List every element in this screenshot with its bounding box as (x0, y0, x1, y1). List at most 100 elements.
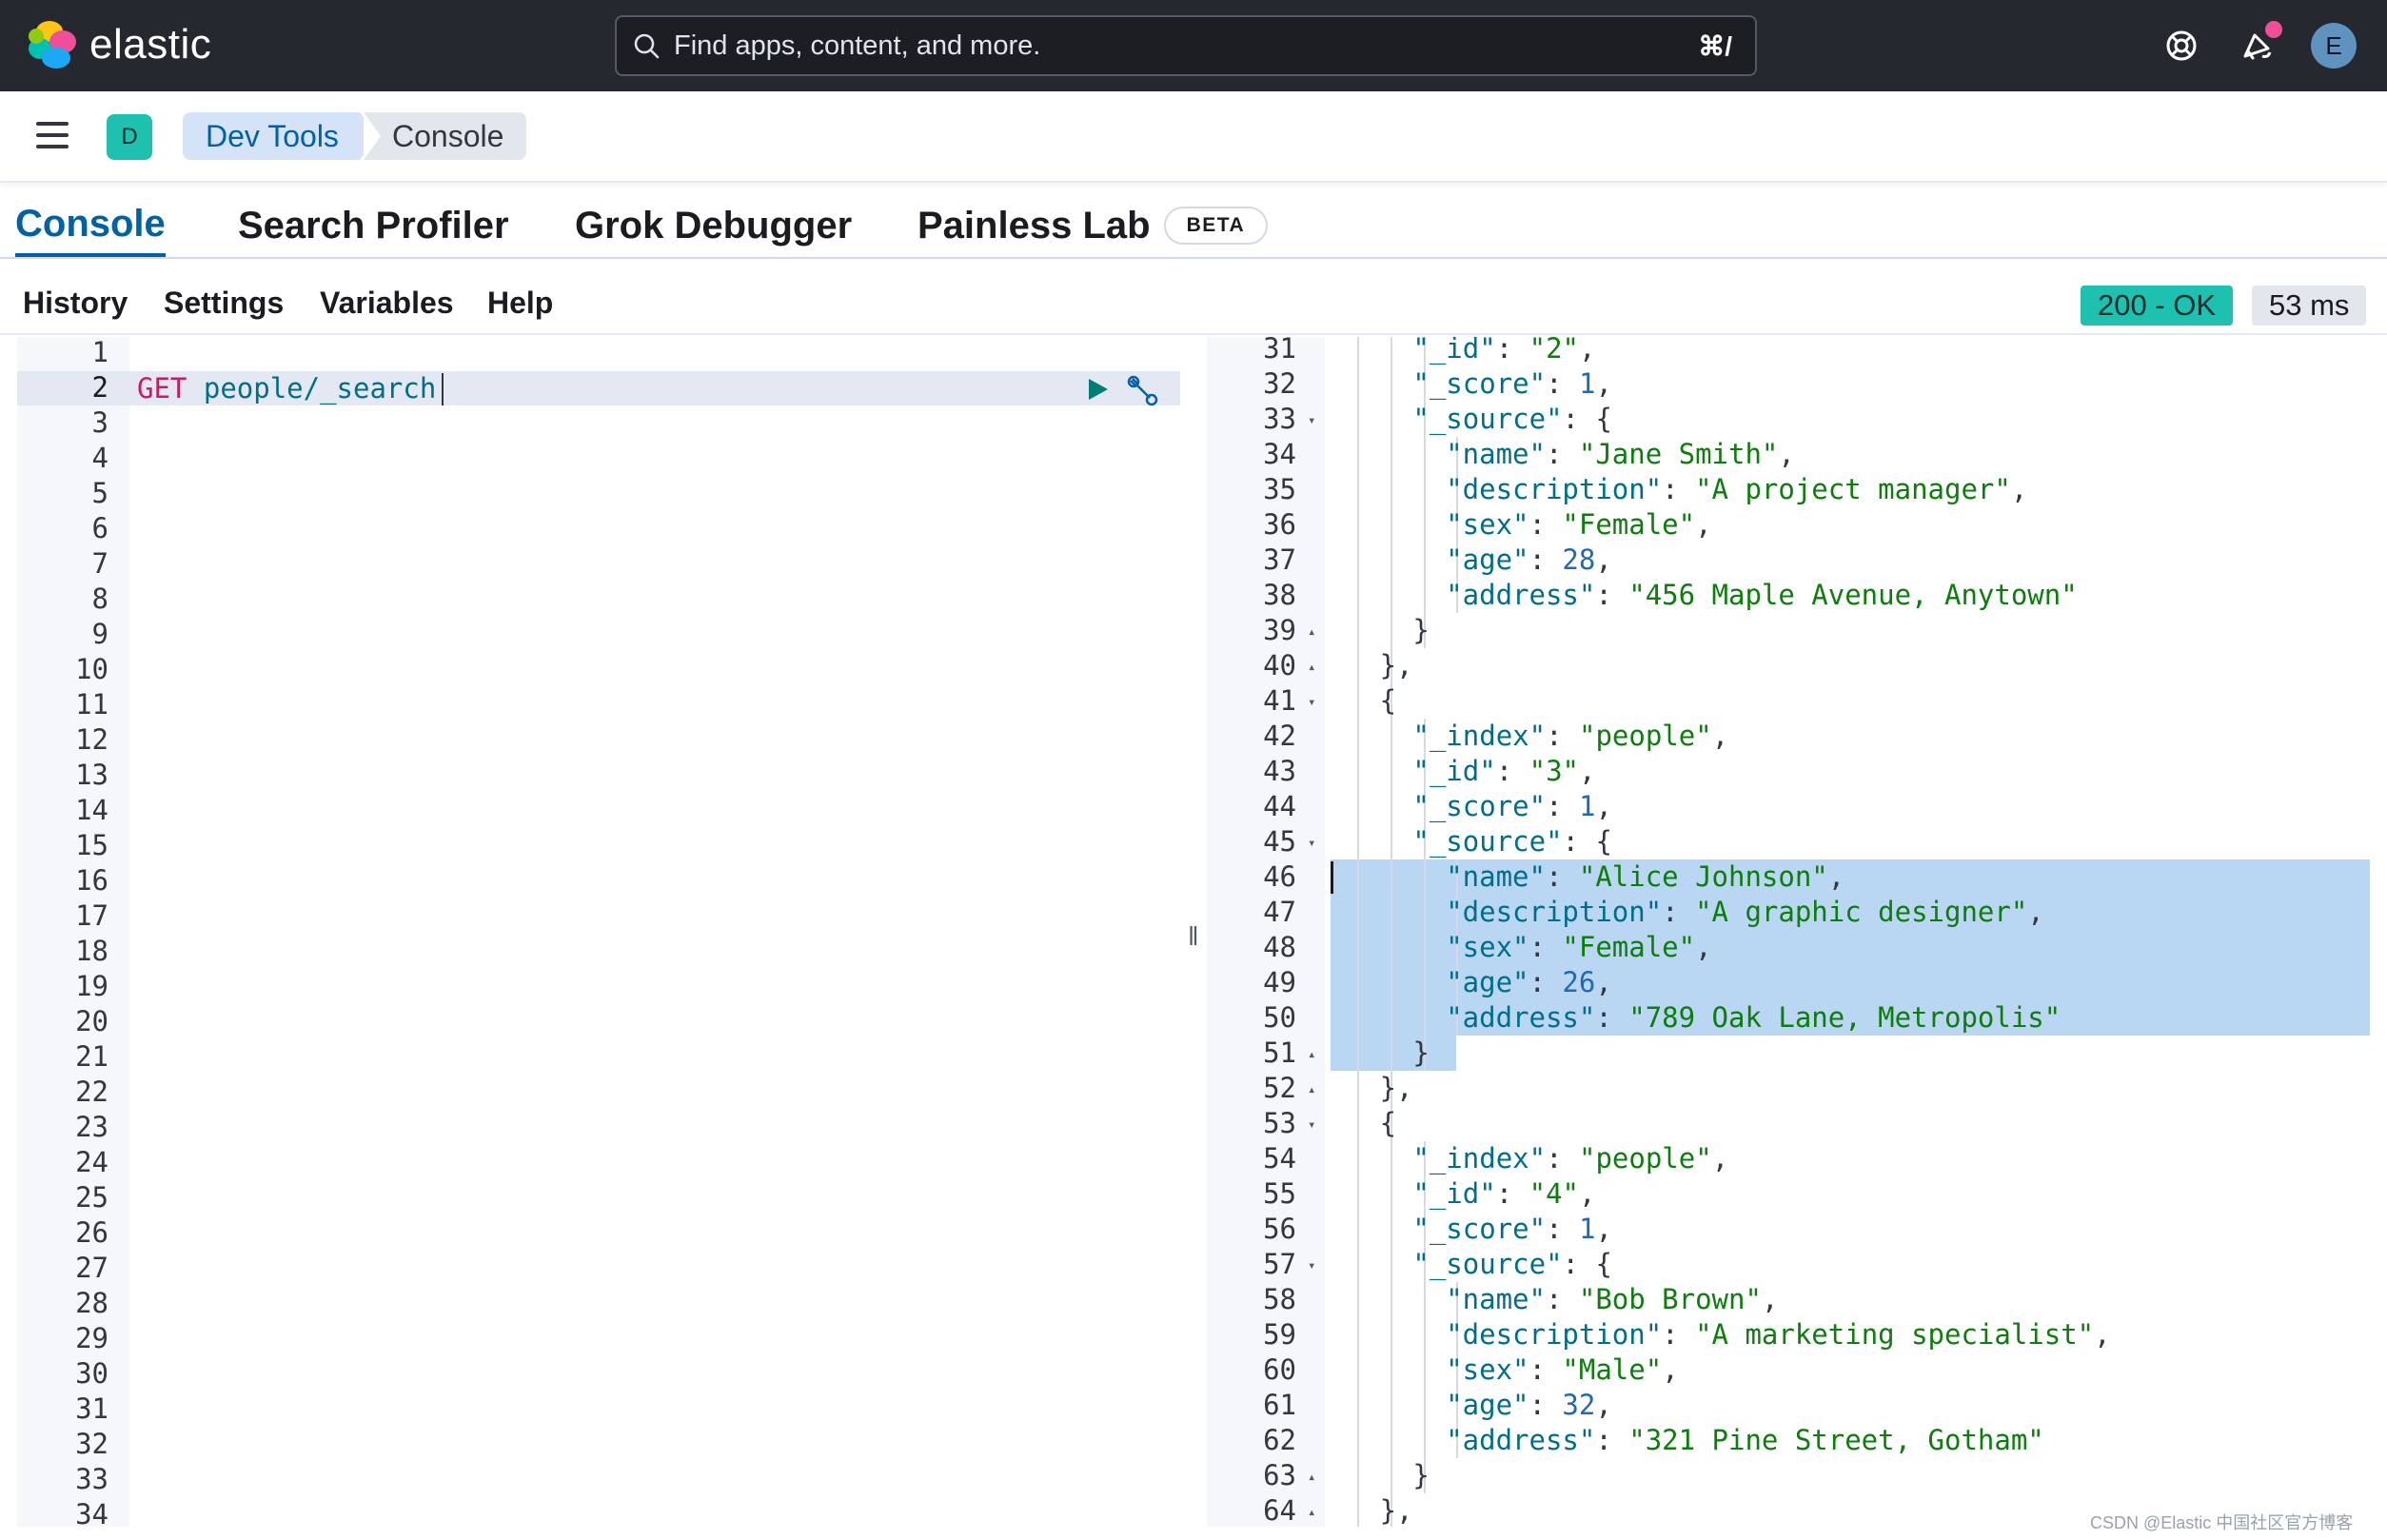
fold-collapse-icon[interactable]: ▾ (1308, 1117, 1316, 1133)
code-token: 1 (1579, 1213, 1596, 1245)
indent-guide (1357, 1106, 1359, 1141)
code-token: { (1379, 1107, 1397, 1139)
line-number: 51 (1263, 1037, 1296, 1069)
line-number: 41 (1263, 684, 1296, 717)
help-menu-button[interactable]: Help (487, 286, 554, 320)
tab-search-profiler[interactable]: Search Profiler (238, 204, 509, 247)
breadcrumb-dev-tools[interactable]: Dev Tools (183, 112, 377, 160)
request-line[interactable]: GET people/_search (137, 371, 436, 405)
code-token: , (1595, 1213, 1612, 1245)
indent-guide (1423, 1000, 1426, 1036)
fold-expand-icon[interactable]: ▴ (1308, 1470, 1316, 1485)
code-token: "_score" (1412, 1213, 1547, 1245)
elastic-logo[interactable]: elastic (29, 21, 211, 69)
code-token: "name" (1446, 438, 1546, 470)
indent-guide (1357, 683, 1359, 719)
fold-collapse-icon[interactable]: ▾ (1308, 413, 1316, 428)
indent-guide (1456, 507, 1459, 543)
run-request-icon[interactable] (1089, 379, 1108, 400)
code-token: , (2027, 896, 2044, 928)
menu-toggle-icon[interactable] (36, 122, 69, 148)
indent-guide (1390, 1388, 1392, 1423)
news-button[interactable] (2235, 23, 2280, 69)
indent-guide (1357, 1036, 1359, 1071)
tab-console[interactable]: Console (15, 194, 166, 257)
indent-guide (1390, 1317, 1392, 1352)
indent-guide (1456, 437, 1459, 472)
code-token: : (1595, 1424, 1629, 1456)
space-avatar[interactable]: D (107, 114, 152, 160)
code-token: : (1546, 1142, 1579, 1175)
search-icon (634, 33, 660, 59)
line-number: 11 (75, 688, 108, 721)
settings-button[interactable]: Settings (164, 286, 285, 320)
notification-dot (2265, 21, 2282, 38)
line-number: 7 (91, 547, 108, 580)
indent-guide (1357, 613, 1359, 648)
pane-resize-handle[interactable]: ‖ (1188, 921, 1199, 951)
fold-expand-icon[interactable]: ▴ (1308, 1047, 1316, 1062)
indent-guide (1390, 1000, 1392, 1036)
fold-expand-icon[interactable]: ▴ (1308, 624, 1316, 640)
search-input[interactable] (674, 30, 1626, 62)
line-number: 36 (1263, 508, 1296, 541)
fold-expand-icon[interactable]: ▴ (1308, 1505, 1316, 1520)
indent-guide (1357, 1423, 1359, 1458)
code-token: , (1595, 966, 1612, 998)
line-number: 17 (75, 899, 108, 932)
line-number: 42 (1263, 720, 1296, 752)
code-token: } (1412, 614, 1430, 646)
response-line: }, (1380, 1493, 1413, 1527)
code-token: 32 (1562, 1389, 1596, 1421)
line-number: 44 (1263, 790, 1296, 822)
indent-guide (1456, 1000, 1459, 1036)
code-token: "people" (1579, 720, 1712, 752)
code-token: "Female" (1562, 931, 1696, 963)
code-token: } (1412, 1037, 1430, 1069)
user-avatar[interactable]: E (2311, 23, 2357, 69)
wrench-icon[interactable] (1125, 373, 1159, 407)
selection-highlight (1331, 1036, 1456, 1071)
request-code-area[interactable] (129, 337, 1180, 1527)
fold-collapse-icon[interactable]: ▾ (1308, 695, 1316, 710)
line-number: 30 (75, 1357, 108, 1390)
response-line: "_id": "4", (1412, 1176, 1595, 1212)
dev-tools-tabs: Console Search Profiler Grok Debugger Pa… (0, 183, 2387, 259)
response-editor[interactable]: 31"_id": "2",32"_score": 1,33▾"_source":… (1207, 337, 2370, 1527)
indent-guide (1423, 613, 1426, 648)
indent-guide (1456, 1388, 1459, 1423)
line-number: 13 (75, 759, 108, 791)
line-number: 5 (91, 477, 108, 509)
code-token: "_index" (1412, 720, 1547, 752)
fold-collapse-icon[interactable]: ▾ (1308, 836, 1316, 851)
code-token: "sex" (1446, 508, 1529, 541)
history-button[interactable]: History (23, 286, 128, 320)
indent-guide (1423, 965, 1426, 1000)
code-token: : { (1562, 403, 1612, 435)
selection-highlight (1331, 965, 2370, 1000)
tab-grok-debugger[interactable]: Grok Debugger (575, 204, 853, 247)
code-token: "_source" (1412, 825, 1563, 858)
help-button[interactable] (2159, 23, 2204, 69)
fold-expand-icon[interactable]: ▴ (1308, 660, 1316, 675)
fold-expand-icon[interactable]: ▴ (1308, 1082, 1316, 1097)
indent-guide (1456, 578, 1459, 613)
indent-guide (1423, 719, 1426, 754)
indent-guide (1390, 402, 1392, 437)
indent-guide (1357, 1071, 1359, 1106)
response-line: "_score": 1, (1412, 366, 1612, 402)
indent-guide (1423, 1141, 1426, 1176)
code-token: , (1778, 438, 1795, 470)
fold-collapse-icon[interactable]: ▾ (1308, 1258, 1316, 1273)
indent-guide (1423, 1212, 1426, 1247)
indent-guide (1390, 437, 1392, 472)
response-line: "age": 32, (1446, 1388, 1612, 1423)
variables-button[interactable]: Variables (320, 286, 454, 320)
line-number: 34 (75, 1498, 108, 1527)
selection-highlight (1331, 1000, 2370, 1036)
indent-guide (1357, 402, 1359, 437)
line-number: 50 (1263, 1001, 1296, 1034)
tab-painless-lab[interactable]: Painless Lab BETA (917, 194, 1269, 257)
global-search[interactable]: ⌘/ (615, 15, 1757, 76)
